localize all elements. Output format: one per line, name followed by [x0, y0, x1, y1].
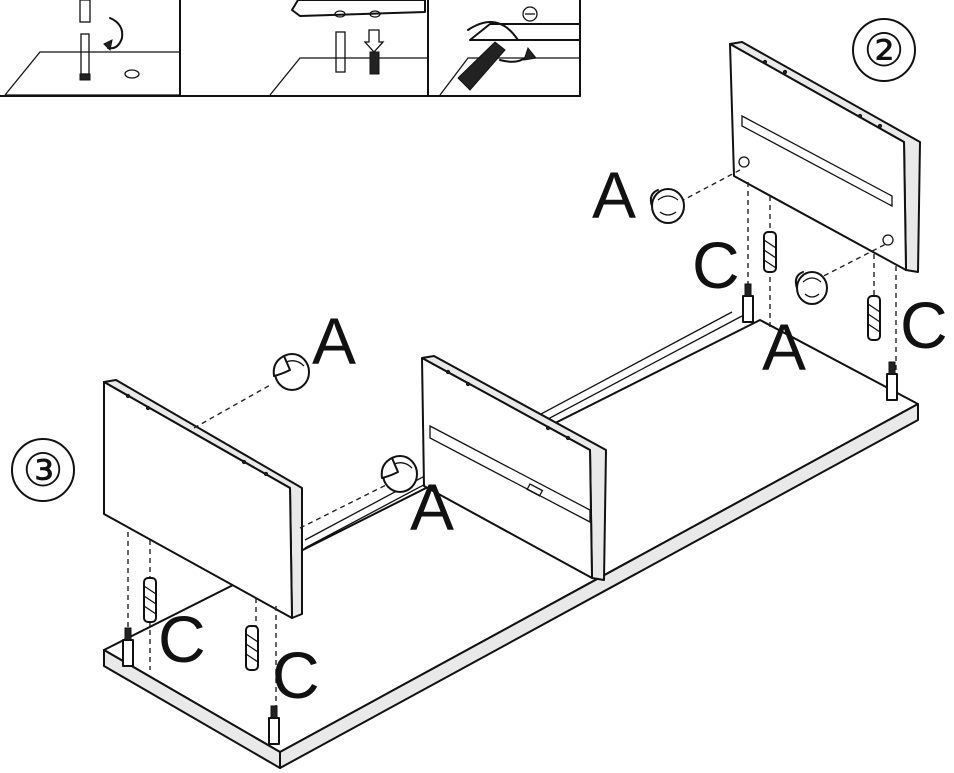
- dowel: [867, 295, 881, 341]
- cam-lock: [380, 455, 418, 493]
- dowel: [763, 231, 777, 273]
- label-cam-lock: A: [410, 470, 454, 544]
- label-cam-lock: A: [762, 310, 806, 384]
- callout-labels: A A A A C C C C: [158, 158, 948, 712]
- label-dowel: C: [158, 602, 206, 676]
- step-number-3: ③: [22, 444, 63, 496]
- cam-lock: [794, 271, 828, 305]
- label-dowel: C: [272, 638, 320, 712]
- dowel: [143, 577, 157, 623]
- label-dowel: C: [900, 288, 948, 362]
- side-panel-3: [103, 379, 303, 619]
- dowel: [245, 625, 259, 671]
- label-cam-lock: A: [592, 158, 636, 232]
- connector-bolt: [886, 361, 898, 401]
- inset-screwdriver-turn: [439, 6, 581, 96]
- label-dowel: C: [692, 228, 740, 302]
- inset-panel-on-dowels: [269, 0, 428, 96]
- connector-bolt: [268, 705, 280, 745]
- step-number-2: ②: [863, 24, 904, 76]
- inset-dowel-insert: [4, 0, 180, 96]
- middle-panel: [421, 355, 607, 581]
- connector-bolt: [742, 283, 754, 323]
- label-cam-lock: A: [312, 304, 356, 378]
- connector-bolt: [122, 627, 134, 667]
- side-panel-2: [729, 41, 921, 273]
- cam-lock: [272, 353, 310, 391]
- dowel-hardware: [122, 231, 898, 745]
- step-markers: ② ③: [11, 18, 916, 502]
- cam-lock-hardware: [272, 188, 828, 493]
- instruction-inset: [0, 0, 581, 97]
- cam-lock: [649, 188, 685, 224]
